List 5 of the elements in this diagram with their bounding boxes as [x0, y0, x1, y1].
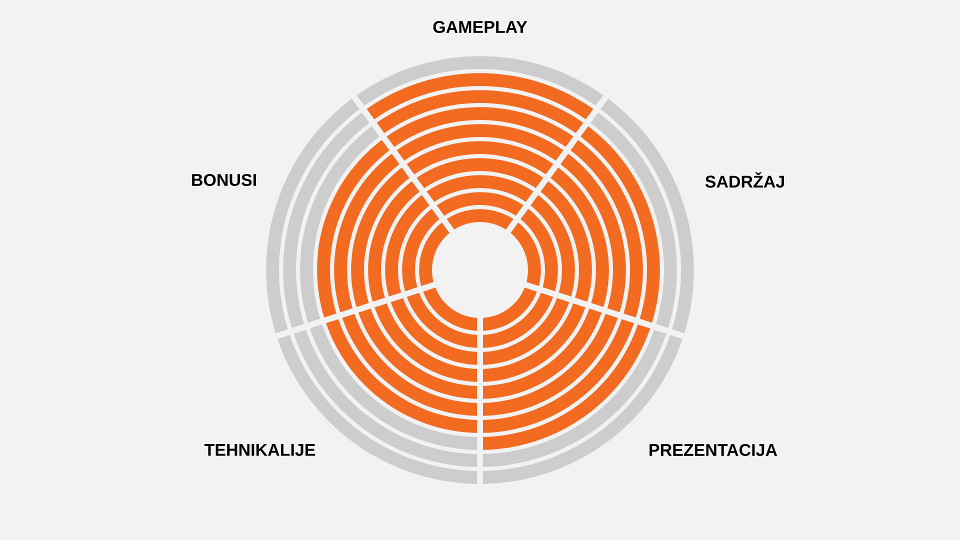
category-label: GAMEPLAY [433, 20, 528, 34]
category-label: SADRŽAJ [705, 172, 784, 188]
category-label: PREZENTACIJA [650, 444, 778, 456]
category-label: TEHNIKALIJE [204, 444, 316, 456]
category-label: BONUSI [192, 174, 256, 186]
